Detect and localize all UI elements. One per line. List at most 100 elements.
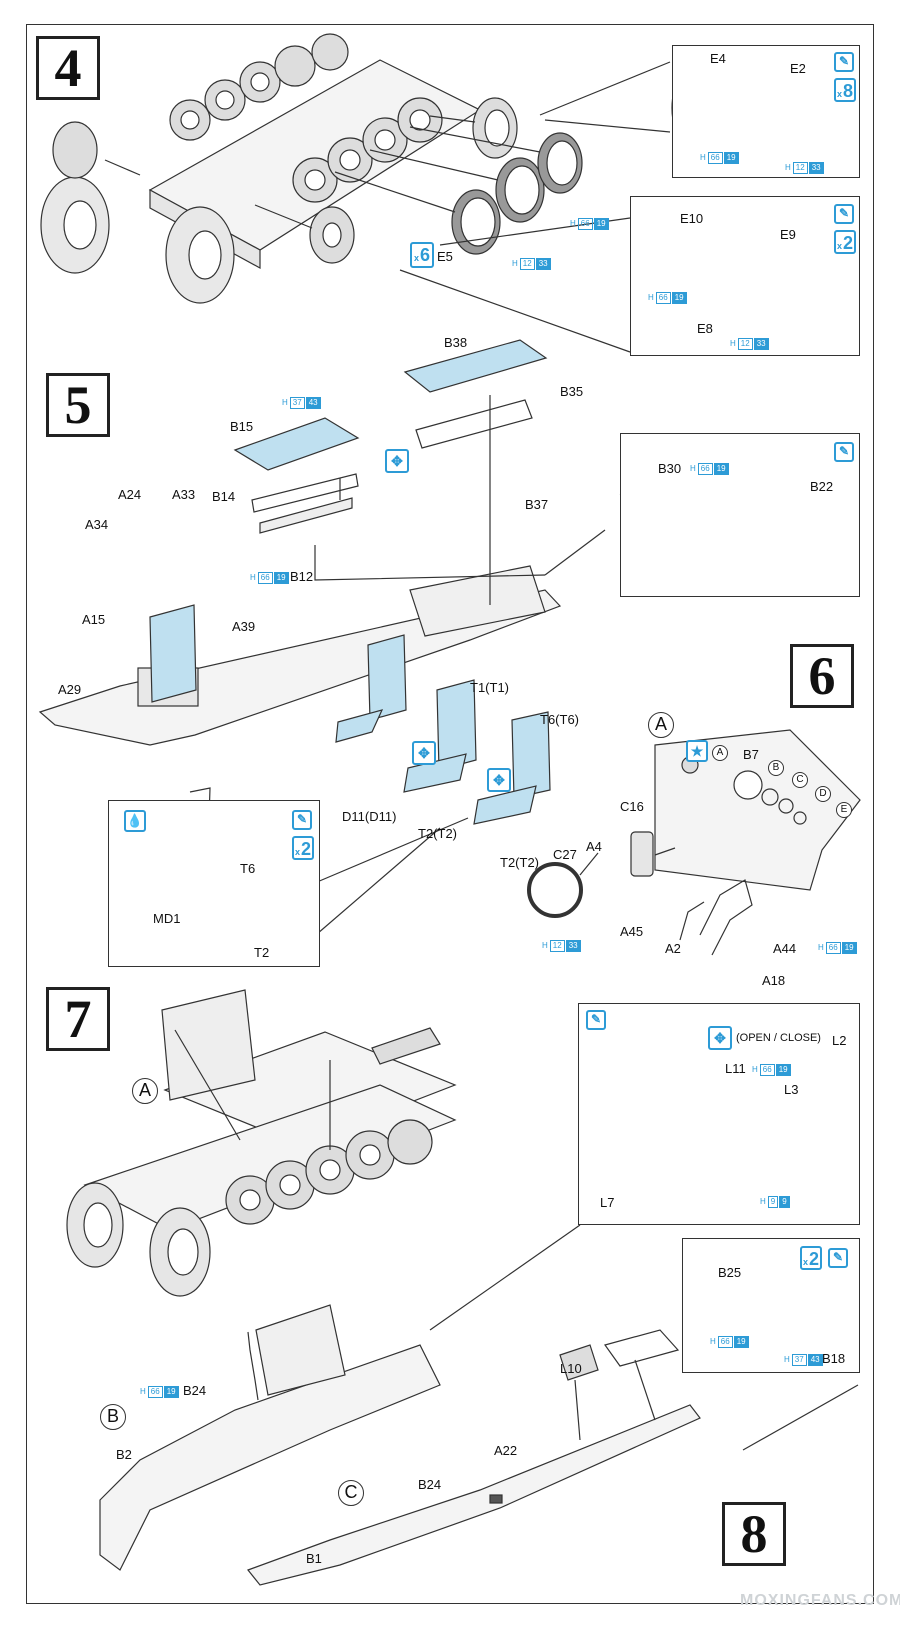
part-label-l11: L11: [725, 1061, 746, 1076]
part-label-b30: B30: [658, 461, 682, 476]
part-label-b24: B24: [183, 1383, 207, 1398]
part-label-l2: L2: [832, 1033, 847, 1048]
part-label-a2: A2: [665, 941, 681, 956]
water-drop-icon: 💧: [124, 810, 146, 832]
step4-sprocket-inset: [630, 196, 860, 356]
options-icon: ✥: [412, 741, 436, 765]
gauge-marker-c: C: [792, 772, 808, 788]
part-label-b37: B37: [525, 497, 549, 512]
part-label-e2: E2: [790, 61, 806, 76]
part-label-a22: A22: [494, 1443, 518, 1458]
part-label-l10: L10: [560, 1361, 582, 1376]
part-label-t2-a: T2(T2): [418, 826, 457, 841]
gauge-marker-b: B: [768, 760, 784, 776]
step-number-8: 8: [722, 1502, 786, 1566]
part-label-b18: B18: [822, 1351, 846, 1366]
gauge-marker-e: E: [836, 802, 852, 818]
part-label-a24: A24: [118, 487, 142, 502]
part-label-t2-b: T2(T2): [500, 855, 539, 870]
star-icon: ★: [686, 740, 708, 762]
instruction-sheet: [26, 24, 874, 1604]
part-label-b38: B38: [444, 335, 468, 350]
step-number-5: 5: [46, 373, 110, 437]
part-label-a18: A18: [762, 973, 786, 988]
part-label-md1: MD1: [153, 911, 181, 926]
assembly-marker-a: A: [648, 712, 674, 738]
part-label-b15: B15: [230, 419, 254, 434]
paint-brush-icon: ✎: [834, 204, 854, 224]
options-icon: ✥: [487, 768, 511, 792]
part-label-e5: E5: [437, 249, 453, 264]
paint-brush-icon: ✎: [828, 1248, 848, 1268]
part-label-b25: B25: [718, 1265, 742, 1280]
step-number-6: 6: [790, 644, 854, 708]
part-label-t6: T6(T6): [540, 712, 579, 727]
part-label-d11: D11(D11): [342, 809, 397, 824]
part-label-l7: L7: [600, 1195, 615, 1210]
part-label-b35: B35: [560, 384, 584, 399]
assembly-marker-a: A: [132, 1078, 158, 1104]
step4-wheel-inset: [672, 45, 860, 178]
step5-box-inset: [620, 433, 860, 597]
part-label-b7: B7: [743, 747, 759, 762]
paint-brush-icon: ✎: [586, 1010, 606, 1030]
paint-brush-icon: ✎: [834, 442, 854, 462]
paint-brush-icon: ✎: [292, 810, 312, 830]
options-icon: ✥: [708, 1026, 732, 1050]
part-label-b12: B12: [290, 569, 314, 584]
step7-vehicle-drawing: [66, 989, 457, 1297]
part-label-b22: B22: [810, 479, 834, 494]
paint-brush-icon: ✎: [834, 52, 854, 72]
part-label-t6-inset: T6: [240, 861, 256, 876]
step-number-7: 7: [46, 987, 110, 1051]
part-label-a34: A34: [85, 517, 109, 532]
assembly-marker-b: B: [100, 1404, 126, 1430]
options-icon: ✥: [385, 449, 409, 473]
gauge-marker-a: A: [712, 745, 728, 761]
part-label-a4: A4: [586, 839, 602, 854]
part-label-a44: A44: [773, 941, 797, 956]
part-label-a15: A15: [82, 612, 106, 627]
part-label-b24-c: B24: [418, 1477, 442, 1492]
part-label-a33: A33: [172, 487, 196, 502]
part-label-t1: T1(T1): [470, 680, 509, 695]
part-label-t2-inset: T2: [254, 945, 270, 960]
part-label-c16: C16: [620, 799, 644, 814]
part-label-b2: B2: [116, 1447, 132, 1462]
gauge-marker-d: D: [815, 786, 831, 802]
part-label-b14: B14: [212, 489, 236, 504]
watermark: MOXINGFANS.COM: [740, 1592, 900, 1609]
part-label-a29: A29: [58, 682, 82, 697]
part-label-c27: C27: [553, 847, 577, 862]
part-label-a39: A39: [232, 619, 256, 634]
step5-floor-drawing: [38, 565, 562, 746]
part-label-e4: E4: [710, 51, 726, 66]
part-label-l3: L3: [784, 1082, 799, 1097]
part-label-b1: B1: [306, 1551, 322, 1566]
open-close-note: (OPEN / CLOSE): [736, 1032, 821, 1044]
step4-chassis-drawing: [40, 33, 671, 353]
step-number-4: 4: [36, 36, 100, 100]
part-label-e10: E10: [680, 211, 704, 226]
part-label-e8: E8: [697, 321, 713, 336]
part-label-a45: A45: [620, 924, 644, 939]
